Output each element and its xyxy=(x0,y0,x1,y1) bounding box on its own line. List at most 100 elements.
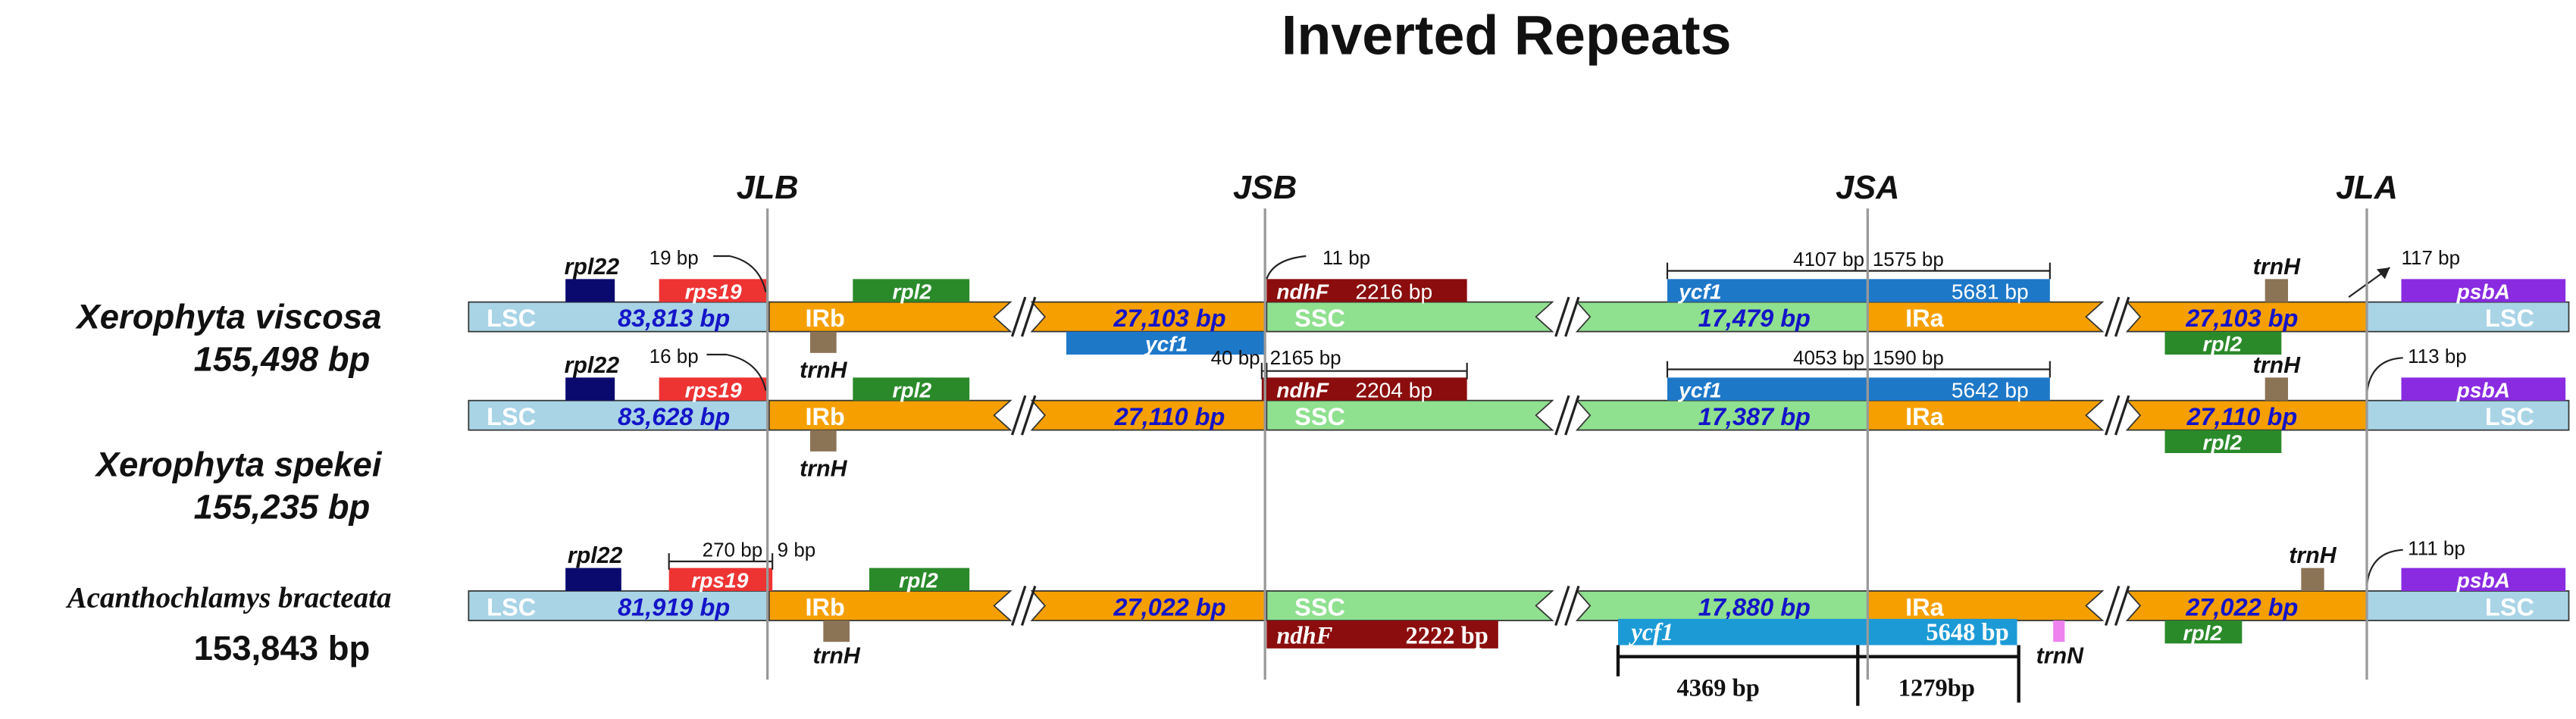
gene-rps19 xyxy=(668,567,773,591)
region-ira xyxy=(1867,301,2105,333)
gene-ndhF xyxy=(1266,279,1467,302)
genome-length: 155,235 bp xyxy=(194,488,371,527)
size-label-ira: 27,103 bp xyxy=(2185,305,2298,332)
region-label-lsc-end: LSC xyxy=(2485,305,2534,332)
gene-label-ndhF: ndhF xyxy=(1276,378,1329,402)
size-label-ira: 27,110 bp xyxy=(2186,403,2297,430)
gene-length-ycf1: 5642 bp xyxy=(1952,378,2029,402)
gene-rpl2-left xyxy=(869,567,970,591)
annotation-pointer xyxy=(1266,255,1307,280)
region-irb xyxy=(768,301,1013,333)
region-lsc-end xyxy=(2366,301,2570,333)
region-lsc xyxy=(468,399,770,431)
gene-label-psbA: psbA xyxy=(2456,569,2510,592)
gene-trnH-right xyxy=(2265,377,2288,401)
gene-length-ndhF: 2204 bp xyxy=(1355,378,1432,402)
gene-label-trnH-right: trnH xyxy=(2289,543,2337,568)
gene-label-ndhF: ndhF xyxy=(1276,280,1329,303)
region-ssc xyxy=(1266,399,1554,431)
region-label-irb: IRb xyxy=(806,305,845,332)
region-ira xyxy=(1867,590,2105,621)
annotation-ycf1-ira: 1575 bp xyxy=(1873,248,1944,270)
dimension-ndhF xyxy=(1260,362,1468,380)
gene-label-ycf1: ycf1 xyxy=(1677,280,1721,303)
dimension-ycf1 xyxy=(1616,645,2020,706)
size-label-irb: 27,103 bp xyxy=(1113,305,1225,332)
break-mark xyxy=(1010,395,2130,436)
region-label-ira: IRa xyxy=(1905,305,1945,332)
genome-length: 153,843 bp xyxy=(194,629,371,667)
gene-rpl2-left xyxy=(853,279,970,302)
genome-name: Xerophyta spekei xyxy=(94,445,383,483)
region-label-ssc: SSC xyxy=(1294,593,1345,621)
region-lsc-end xyxy=(2366,590,2570,621)
size-label-ira: 27,022 bp xyxy=(2185,593,2298,621)
region-ssc-segment xyxy=(1575,399,1869,431)
region-label-ira: IRa xyxy=(1905,593,1945,621)
gene-label-psbA: psbA xyxy=(2456,280,2510,303)
annotation-rps19-irb: 9 bp xyxy=(778,539,816,561)
region-irb xyxy=(768,399,1013,431)
annotation-ycf1-ira: 1590 bp xyxy=(1873,346,1944,369)
gene-label-rps19: rps19 xyxy=(685,280,742,303)
genome-row-xerophyta-spekei: Xerophyta spekei 155,235 bp LSC 83,628 b… xyxy=(94,345,2570,527)
annotation-psbA-dist: 111 bp xyxy=(2408,536,2465,559)
gene-label-psbA: psbA xyxy=(2456,378,2510,402)
gene-rpl2-left xyxy=(853,377,970,401)
gene-rpl2-right xyxy=(2164,621,2243,644)
annotation-ycf1-ssc: 4053 bp xyxy=(1793,346,1864,369)
gene-ndhF xyxy=(1261,377,1467,401)
junction-label-jsb: JSB xyxy=(1233,170,1297,206)
gene-rps19 xyxy=(659,279,768,302)
genome-length: 155,498 bp xyxy=(194,340,371,379)
region-label-lsc: LSC xyxy=(487,305,536,332)
gene-label-ycf1: ycf1 xyxy=(1628,619,1673,646)
gene-trnH-left xyxy=(823,621,850,642)
genome-row-acanthochlamys-bracteata: Acanthochlamys bracteata 153,843 bp LSC … xyxy=(65,536,2570,706)
region-label-lsc-end: LSC xyxy=(2485,593,2534,621)
annotation-ycf1-ira: 1279bp xyxy=(1898,675,1975,702)
annotation-psbA-dist: 117 bp xyxy=(2402,246,2461,269)
gene-trnH-left xyxy=(810,331,837,353)
gene-label-rpl2-right: rpl2 xyxy=(2183,621,2223,645)
gene-rpl22 xyxy=(565,567,621,591)
size-label-ssc: 17,479 bp xyxy=(1698,305,1811,332)
region-ir-segment-right xyxy=(2125,590,2368,621)
gene-label-rpl2-right: rpl2 xyxy=(2203,431,2243,455)
size-label-ssc: 17,387 bp xyxy=(1698,403,1811,430)
annotation-ycf1-ssc: 4369 bp xyxy=(1677,675,1760,702)
gene-psbA xyxy=(2401,377,2566,401)
gene-rpl22 xyxy=(565,377,615,401)
break-mark xyxy=(1010,585,2130,627)
gene-label-trnN: trnN xyxy=(2036,643,2084,668)
gene-label-trnH-left: trnH xyxy=(812,643,860,668)
gene-label-rpl22: rpl22 xyxy=(565,353,620,378)
gene-label-trnH-left: trnH xyxy=(800,456,847,481)
gene-label-rpl2-right: rpl2 xyxy=(2203,333,2243,356)
region-label-ssc: SSC xyxy=(1294,305,1345,332)
annotation-pointer xyxy=(713,255,767,292)
region-label-lsc-end: LSC xyxy=(2485,403,2534,430)
gene-ycf1 xyxy=(1667,377,2050,401)
annotation-psbA-dist: 113 bp xyxy=(2408,345,2467,367)
annotation-rps19-dist: 16 bp xyxy=(649,345,699,367)
gene-label-trnH-right: trnH xyxy=(2253,353,2301,378)
gene-length-ycf1: 5681 bp xyxy=(1952,280,2029,303)
region-ir-segment xyxy=(1030,590,1268,621)
size-label-ssc: 17,880 bp xyxy=(1698,593,1811,621)
diagram-title: Inverted Repeats xyxy=(1282,3,1732,66)
region-label-ira: IRa xyxy=(1905,403,1945,430)
size-label-irb: 27,022 bp xyxy=(1113,593,1225,621)
gene-rps19 xyxy=(659,377,768,401)
gene-label-rps19: rps19 xyxy=(691,569,748,592)
gene-label-rpl22: rpl22 xyxy=(568,543,623,568)
gene-psbA xyxy=(2401,567,2566,591)
region-ssc xyxy=(1266,301,1554,333)
gene-label-rpl2-left: rpl2 xyxy=(893,280,932,303)
annotation-pointer xyxy=(2365,549,2403,586)
gene-length-ycf1: 5648 bp xyxy=(1926,619,2008,646)
region-ira xyxy=(1867,399,2105,431)
gene-ycf1-short xyxy=(1066,331,1266,355)
break-mark xyxy=(1010,296,2130,337)
annotation-rps19-dist: 19 bp xyxy=(649,246,699,269)
